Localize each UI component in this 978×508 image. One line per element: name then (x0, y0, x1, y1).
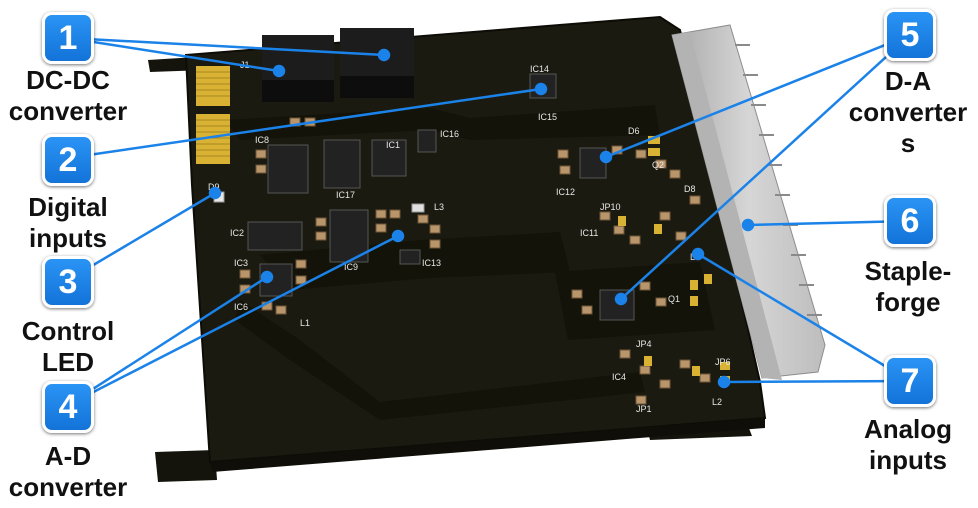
callout-label-6: Staple- forge (838, 256, 978, 318)
svg-text:IC12: IC12 (556, 187, 575, 197)
svg-text:IC9: IC9 (344, 262, 358, 272)
callout-label-3: Control LED (0, 316, 136, 378)
callout-label-4: A-D converter (0, 441, 136, 503)
callout-badge-2: 2 (42, 134, 94, 186)
svg-text:JP1: JP1 (636, 404, 652, 414)
svg-text:IC14: IC14 (530, 64, 549, 74)
edge-fingers (196, 66, 230, 164)
callout-badge-3: 3 (42, 256, 94, 308)
callout-label-1-line: DC-DC (26, 65, 110, 95)
svg-text:L3: L3 (434, 202, 444, 212)
board-edge (210, 418, 765, 472)
svg-text:IC8: IC8 (255, 135, 269, 145)
svg-text:IC17: IC17 (336, 190, 355, 200)
svg-text:JP10: JP10 (600, 202, 621, 212)
callout-label-4-line: converter (8, 472, 128, 502)
svg-text:IC15: IC15 (538, 112, 557, 122)
svg-text:IC6: IC6 (234, 302, 248, 312)
svg-text:IC3: IC3 (234, 258, 248, 268)
svg-text:IC13: IC13 (422, 258, 441, 268)
callout-label-1-line: converter (8, 96, 128, 126)
callout-label-5-line: D-A (884, 66, 932, 96)
callout-label-3-line: Control (21, 316, 115, 346)
led-l3 (411, 203, 425, 213)
svg-text:IC16: IC16 (440, 129, 459, 139)
svg-text:JP4: JP4 (636, 339, 652, 349)
callout-label-5-line: converter (848, 97, 968, 127)
callout-label-4-line: A-D (44, 441, 92, 471)
callout-label-5-line: s (900, 128, 916, 158)
callout-label-2: Digital inputs (0, 192, 136, 254)
svg-text:IC4: IC4 (612, 372, 626, 382)
callout-badge-1: 1 (42, 12, 94, 64)
callout-label-2-line: inputs (29, 223, 107, 253)
svg-text:D6: D6 (628, 126, 640, 136)
callout-label-7-line: inputs (869, 445, 947, 475)
callout-label-6-line: Staple- (864, 256, 952, 286)
svg-text:Q2: Q2 (652, 160, 664, 170)
callout-label-7: Analog inputs (838, 414, 978, 476)
callout-label-7-line: Analog (863, 414, 953, 444)
svg-text:IC11: IC11 (580, 228, 598, 238)
callout-label-6-line: forge (875, 287, 941, 317)
callout-label-2-line: Digital (28, 192, 108, 222)
callout-label-3-line: LED (42, 347, 94, 377)
svg-text:L2: L2 (712, 397, 722, 407)
svg-text:Q1: Q1 (668, 294, 680, 304)
callout-badge-7: 7 (884, 355, 936, 407)
callout-badge-5: 5 (884, 9, 936, 61)
svg-text:IC2: IC2 (230, 228, 244, 238)
callout-badge-4: 4 (42, 381, 94, 433)
svg-text:JP6: JP6 (715, 357, 731, 367)
svg-text:L1: L1 (300, 318, 310, 328)
callout-label-5: D-A converter s (838, 66, 978, 159)
svg-text:IC1: IC1 (386, 140, 400, 150)
dc-dc-converters (262, 28, 414, 102)
svg-text:D8: D8 (684, 184, 696, 194)
board-tab-bottom-left (155, 450, 217, 482)
callout-badge-6: 6 (884, 195, 936, 247)
